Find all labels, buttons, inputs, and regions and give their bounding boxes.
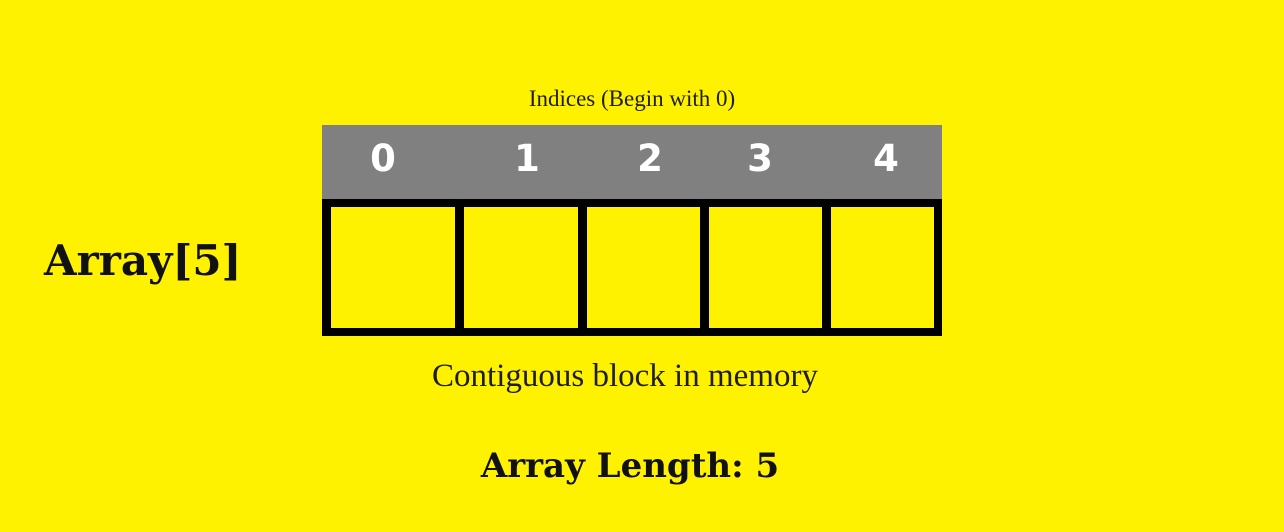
memory-caption: Contiguous block in memory (432, 358, 818, 394)
array-cell-2 (587, 207, 700, 328)
array-cell-0 (331, 207, 455, 328)
array-cell-1 (464, 207, 578, 328)
index-bar: 0 1 2 3 4 (322, 125, 942, 199)
array-cell-3 (709, 207, 822, 328)
index-label-0: 0 (370, 137, 396, 180)
array-length-label: Array Length: 5 (480, 446, 780, 486)
indices-caption: Indices (Begin with 0) (528, 86, 736, 111)
array-label: Array[5] (44, 236, 242, 285)
index-label-3: 3 (747, 137, 773, 180)
array-cell-4 (831, 207, 934, 328)
index-label-2: 2 (637, 137, 663, 180)
index-label-4: 4 (873, 137, 899, 180)
array-cells (322, 199, 942, 336)
index-label-1: 1 (514, 137, 540, 180)
